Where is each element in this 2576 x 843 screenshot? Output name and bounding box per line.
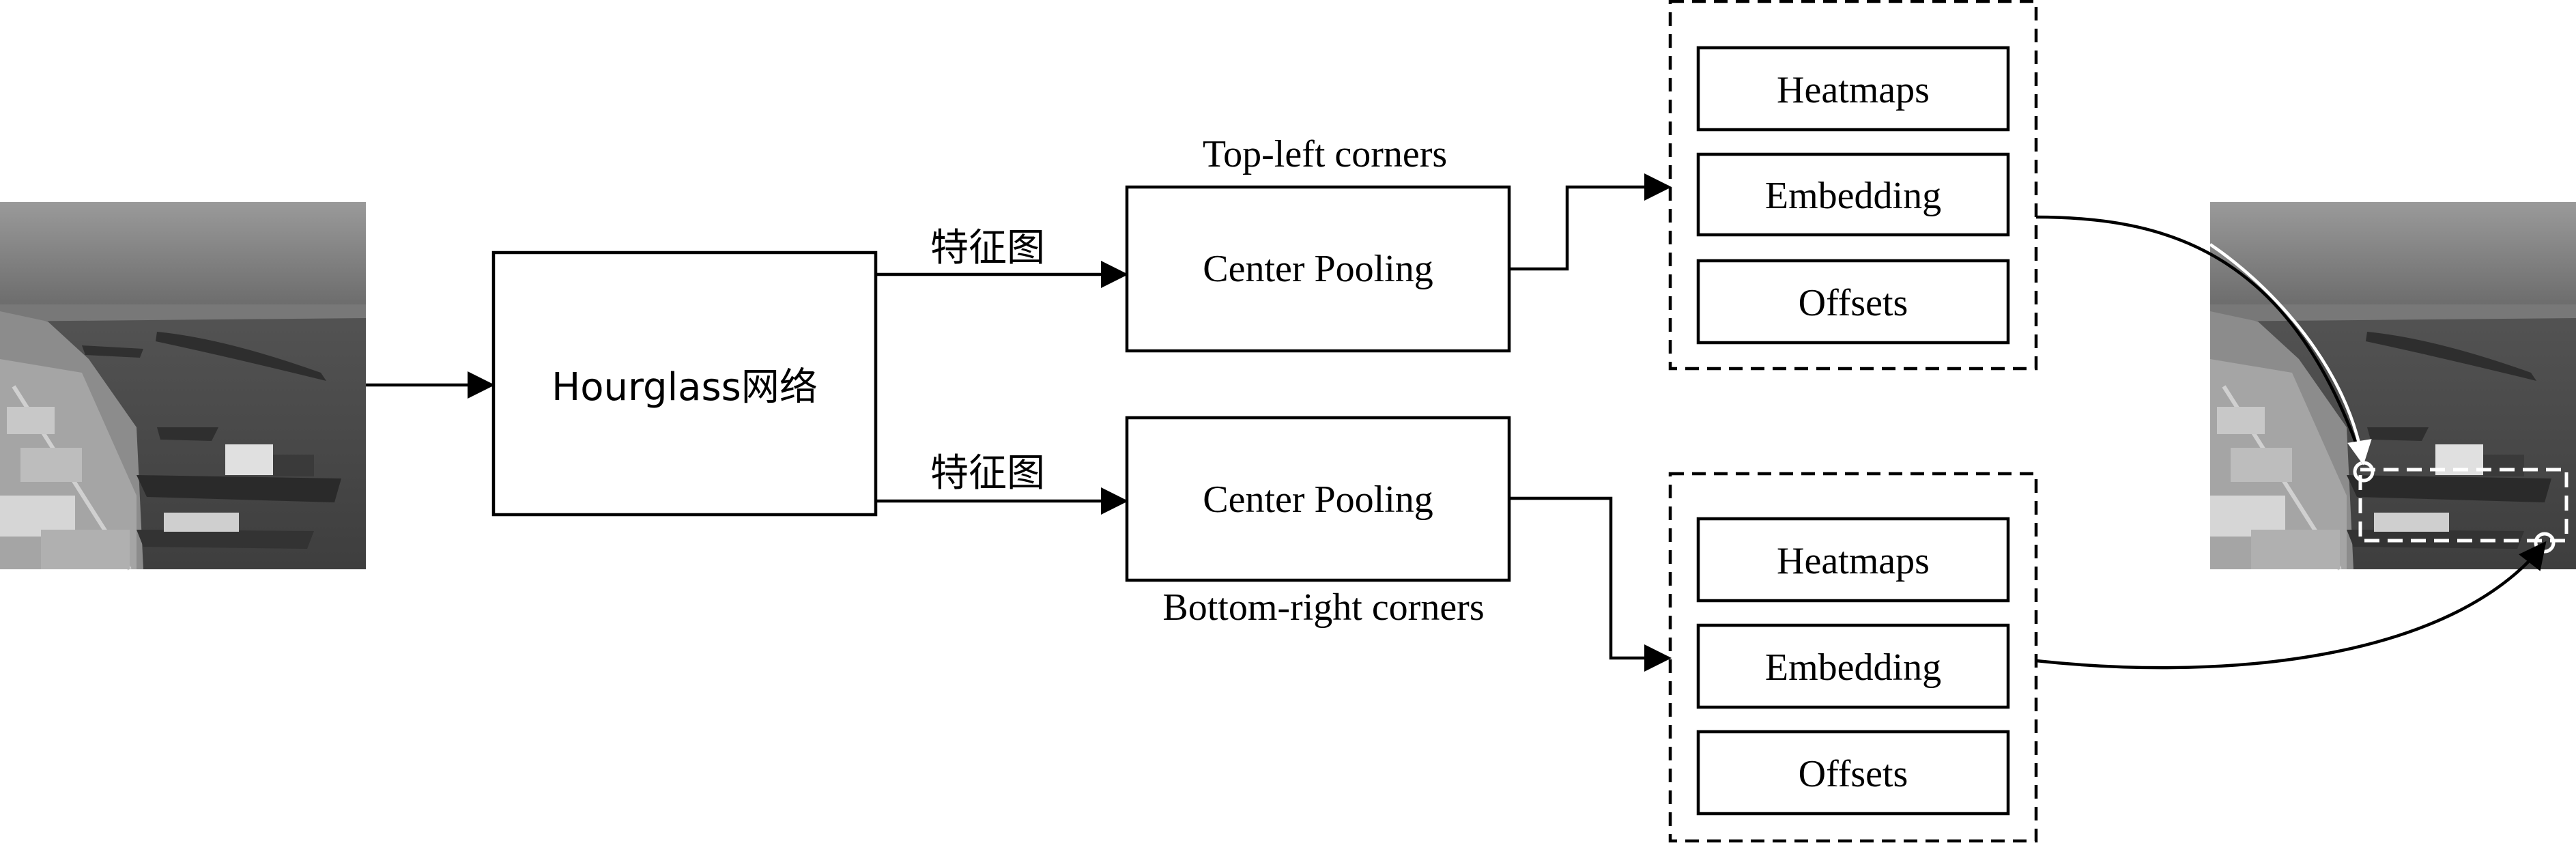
heads-top-group — [1668, 0, 2038, 371]
heads-top-embedding-box — [1696, 152, 2010, 237]
pooling-top-label: Center Pooling — [1203, 248, 1433, 290]
embedding-bottom-to-output-curve — [2035, 541, 2547, 670]
pooling-bottom-label: Center Pooling — [1203, 478, 1433, 521]
embedding-top-to-output-curve — [2035, 215, 2365, 463]
embedding-top-to-output-curve-inner — [2209, 243, 2372, 466]
pooling-bottom-caption: Bottom-right corners — [1162, 586, 1484, 629]
heads-bottom-embedding-box — [1696, 623, 2010, 709]
heads-top-embedding-label: Embedding — [1765, 175, 1941, 217]
heads-bottom-offsets-box — [1696, 730, 2010, 816]
detection-box — [2358, 468, 2568, 543]
feature-map-label-bottom: 特征图 — [930, 451, 1045, 496]
backbone-box — [491, 251, 878, 517]
heads-bottom-offsets-label: Offsets — [1799, 753, 1908, 795]
heads-top-offsets-box — [1696, 259, 2010, 345]
backbone-label: Hourglass网络 — [552, 365, 818, 410]
pooling-top-caption: Top-left corners — [1203, 133, 1447, 175]
pooling-top-to-heads-arrow — [1509, 173, 1672, 271]
heads-bottom-group — [1668, 472, 2038, 843]
heads-bottom-embedding-label: Embedding — [1765, 646, 1941, 689]
input-photo — [0, 202, 366, 571]
pooling-bottom-box — [1125, 416, 1511, 582]
heads-top-heatmaps-box — [1696, 46, 2010, 132]
feature-map-label-top: 特征图 — [930, 226, 1045, 270]
heads-top-offsets-label: Offsets — [1799, 282, 1908, 324]
heads-bottom-heatmaps-box — [1696, 517, 2010, 603]
pooling-bottom-to-heads-arrow — [1509, 496, 1672, 672]
heads-top-heatmaps-label: Heatmaps — [1777, 69, 1930, 111]
output-photo — [2210, 202, 2576, 571]
heads-bottom-heatmaps-label: Heatmaps — [1777, 540, 1930, 582]
